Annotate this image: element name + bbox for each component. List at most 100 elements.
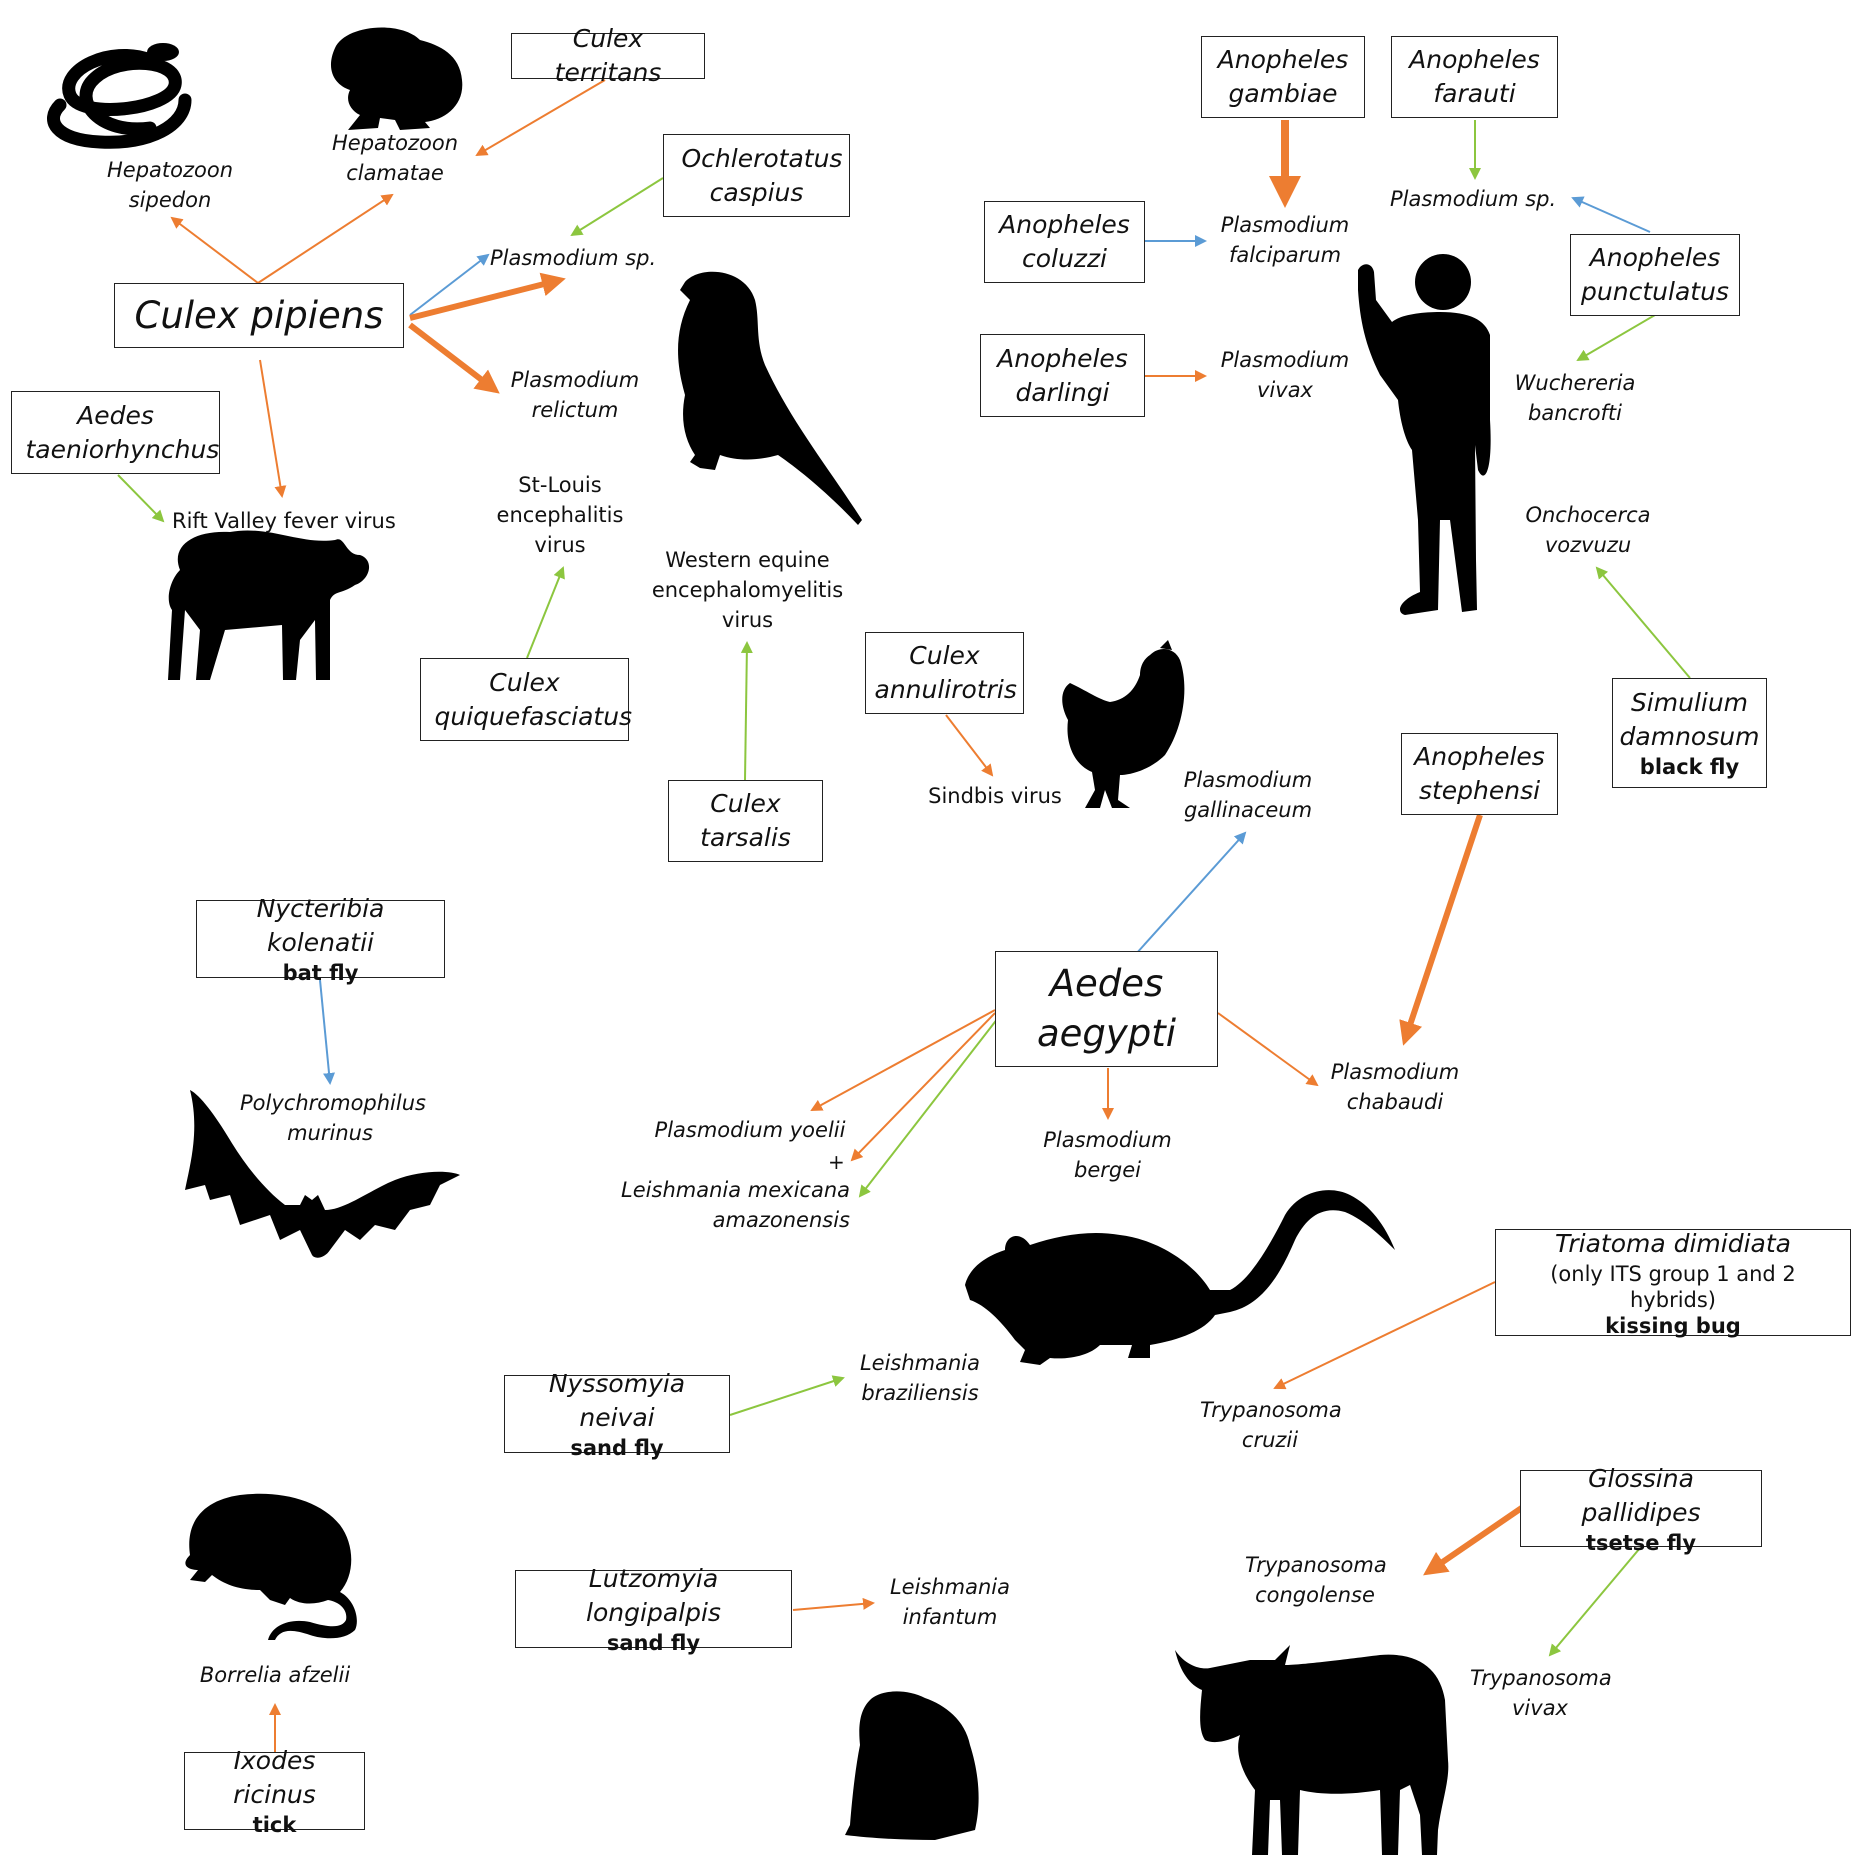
vector-name: Culex quiquefasciatus bbox=[434, 667, 633, 731]
pathogen-trypanosoma-cruzii: Trypanosoma cruzii bbox=[1200, 1398, 1342, 1452]
pathogen-polychromophilus-murinus: Polychromophilus murinus bbox=[240, 1091, 426, 1145]
vector-name: Lutzomyia longipalpis bbox=[586, 1564, 721, 1627]
vector-note: (only ITS group 1 and 2 hybrids) bbox=[1550, 1261, 1796, 1312]
vector-culex-annulirotris: Culex annulirotris bbox=[865, 632, 1024, 714]
vector-common-name: tsetse fly bbox=[1585, 1530, 1697, 1555]
vector-name: Ixodes ricinus bbox=[233, 1746, 316, 1809]
vector-name: Culex tarsalis bbox=[700, 789, 791, 852]
vector-anopheles-punctulatus: Anopheles punctulatus bbox=[1570, 234, 1740, 316]
vector-name: Ochlerotatus caspius bbox=[681, 143, 843, 207]
pathogen-borrelia-afzelii: Borrelia afzelii bbox=[199, 1663, 351, 1687]
arrow-pipiens-sipedon bbox=[170, 216, 259, 284]
arrow-pipiens-rift-valley bbox=[259, 359, 287, 498]
vector-anopheles-stephensi: Anopheles stephensi bbox=[1401, 733, 1558, 815]
pathogen-wuchereria-bancrofti: Wuchereria bancrofti bbox=[1514, 371, 1636, 425]
frog-icon bbox=[330, 27, 463, 131]
rat-icon bbox=[965, 1190, 1395, 1365]
pathogen-plasmodium-relictum: Plasmodium relictum bbox=[510, 368, 640, 422]
pathogen-plasmodium-falciparum: Plasmodium falciparum bbox=[1220, 213, 1350, 267]
snake-icon bbox=[47, 43, 192, 149]
vector-ochlerotatus-caspius: Ochlerotatus caspius bbox=[663, 134, 850, 217]
arrow-tarsalis-wee bbox=[740, 641, 753, 781]
vector-common-name: sand fly bbox=[570, 1436, 664, 1460]
vector-common-name: black fly bbox=[1639, 755, 1740, 779]
pathogen-rift-valley-fever-virus: Rift Valley fever virus bbox=[172, 509, 396, 533]
cow-icon bbox=[1175, 1645, 1449, 1855]
vector-nycteribia-kolenatii: Nycteribia kolenatii bat fly bbox=[196, 894, 445, 985]
hamster-icon bbox=[845, 1691, 979, 1840]
vector-name: Anopheles coluzzi bbox=[999, 210, 1130, 273]
arrow-pipiens-relictum bbox=[408, 322, 500, 394]
arrow-annulirotris-sindbis bbox=[945, 714, 994, 777]
vector-simulium-damnosum: Simulium damnosum black fly bbox=[1612, 678, 1767, 788]
arrow-neivai-braziliensis bbox=[729, 1375, 845, 1416]
arrow-quiquefasciatus-stlouis bbox=[526, 566, 565, 659]
arrow-punctulatus-plasmodium-sp bbox=[1571, 196, 1651, 233]
vector-name: Anopheles gambiae bbox=[1217, 45, 1349, 108]
vector-name: Aedes taeniorhynchus bbox=[25, 400, 220, 464]
arrow-pallidipes-congolense bbox=[1423, 1504, 1525, 1576]
pathogen-plasmodium-sp-human: Plasmodium sp. bbox=[1390, 187, 1557, 211]
vector-aedes-aegypti: Aedes aegypti bbox=[995, 951, 1218, 1067]
vector-name: Anopheles stephensi bbox=[1414, 742, 1545, 805]
arrow-aegypti-leishmania-mexicana bbox=[858, 1017, 999, 1198]
vole-icon bbox=[185, 1493, 357, 1640]
vector-culex-tarsalis: Culex tarsalis bbox=[668, 780, 823, 862]
vector-name: Culex pipiens bbox=[134, 293, 384, 337]
pathogen-onchocerca-vozvuzu: Onchocerca vozvuzu bbox=[1525, 503, 1651, 557]
pathogen-western-equine-encephalomyelitis-virus: Western equine encephalomyelitis virus bbox=[651, 548, 844, 632]
vector-glossina-pallidipes: Glossina pallidipes tsetse fly bbox=[1520, 1464, 1762, 1555]
arrow-aegypti-yoelii bbox=[810, 1009, 996, 1111]
pathogen-hepatozoon-clamatae: Hepatozoon clamatae bbox=[331, 131, 459, 185]
pathogen-plasmodium-vivax: Plasmodium vivax bbox=[1220, 348, 1350, 402]
arrow-triatoma-cruzii bbox=[1273, 1281, 1496, 1390]
plus-sign: + bbox=[828, 1150, 845, 1174]
chicken-icon bbox=[1062, 640, 1185, 808]
vector-anopheles-coluzzi: Anopheles coluzzi bbox=[984, 201, 1145, 283]
vector-name: Anopheles darlingi bbox=[997, 343, 1128, 407]
vector-common-name: bat fly bbox=[282, 961, 359, 985]
vector-aedes-taeniorhynchus: Aedes taeniorhynchus bbox=[11, 391, 220, 474]
pathogen-plasmodium-gallinaceum: Plasmodium gallinaceum bbox=[1183, 768, 1313, 822]
pathogen-leishmania-infantum: Leishmania infantum bbox=[889, 1575, 1011, 1629]
vector-name: Anopheles farauti bbox=[1409, 45, 1540, 108]
bat-icon bbox=[185, 1090, 460, 1258]
vector-anopheles-gambiae: Anopheles gambiae bbox=[1201, 36, 1365, 118]
arrow-aegypti-chabaudi bbox=[1217, 1012, 1319, 1087]
pathogen-leishmania-mexicana-amazonensis: Leishmania mexicana amazonensis bbox=[621, 1178, 850, 1232]
arrow-damnosum-onchocerca bbox=[1595, 566, 1691, 679]
arrow-territans-clamatae bbox=[475, 79, 606, 157]
pathogen-plasmodium-sp-bird: Plasmodium sp. bbox=[490, 246, 657, 270]
vector-triatoma-dimidiata: Triatoma dimidiata (only ITS group 1 and… bbox=[1495, 1228, 1851, 1338]
arrow-pipiens-plasmodium-sp bbox=[409, 253, 490, 316]
vector-anopheles-darlingi: Anopheles darlingi bbox=[980, 334, 1145, 417]
vector-name: Triatoma dimidiata bbox=[1555, 1228, 1791, 1258]
pathogen-plasmodium-bergei: Plasmodium bergei bbox=[1043, 1128, 1172, 1182]
vector-name: Culex territans bbox=[554, 24, 662, 87]
vector-common-name: sand fly bbox=[606, 1631, 701, 1655]
arrow-pipiens-clamatae bbox=[257, 193, 394, 284]
bird-icon bbox=[678, 271, 862, 525]
vector-common-name: kissing bug bbox=[1605, 1313, 1741, 1338]
vector-anopheles-farauti: Anopheles farauti bbox=[1391, 36, 1558, 118]
arrow-punctulatus-wuchereria bbox=[1576, 314, 1656, 362]
arrow-kolenatii-polychromophilus bbox=[319, 979, 336, 1085]
arrow-aegypti-yoelii-leishmania bbox=[850, 1012, 996, 1162]
pathogen-st-louis-encephalitis-virus: St-Louis encephalitis virus bbox=[496, 473, 624, 557]
vector-nyssomyia-neivai: Nyssomyia neivai sand fly bbox=[504, 1369, 730, 1460]
pathogen-trypanosoma-congolense: Trypanosoma congolense bbox=[1245, 1553, 1387, 1607]
vector-name: Culex annulirotris bbox=[874, 641, 1017, 704]
arrow-pipiens-plasmodium-sp-main bbox=[409, 272, 566, 321]
arrow-taeniorhynchus-rift-valley bbox=[117, 474, 165, 523]
vector-culex-territans: Culex territans bbox=[511, 24, 705, 87]
vector-culex-pipiens: Culex pipiens bbox=[114, 283, 404, 348]
arrow-pallidipes-vivax bbox=[1548, 1547, 1641, 1657]
sheep-icon bbox=[168, 530, 370, 680]
vector-lutzomyia-longipalpis: Lutzomyia longipalpis sand fly bbox=[515, 1564, 792, 1655]
pathogen-hepatozoon-sipedon: Hepatozoon sipedon bbox=[106, 158, 234, 212]
pathogen-trypanosoma-vivax: Trypanosoma vivax bbox=[1470, 1666, 1612, 1720]
pathogen-plasmodium-chabaudi: Plasmodium chabaudi bbox=[1330, 1060, 1460, 1114]
pathogen-plasmodium-yoelii: Plasmodium yoelii bbox=[654, 1118, 846, 1142]
